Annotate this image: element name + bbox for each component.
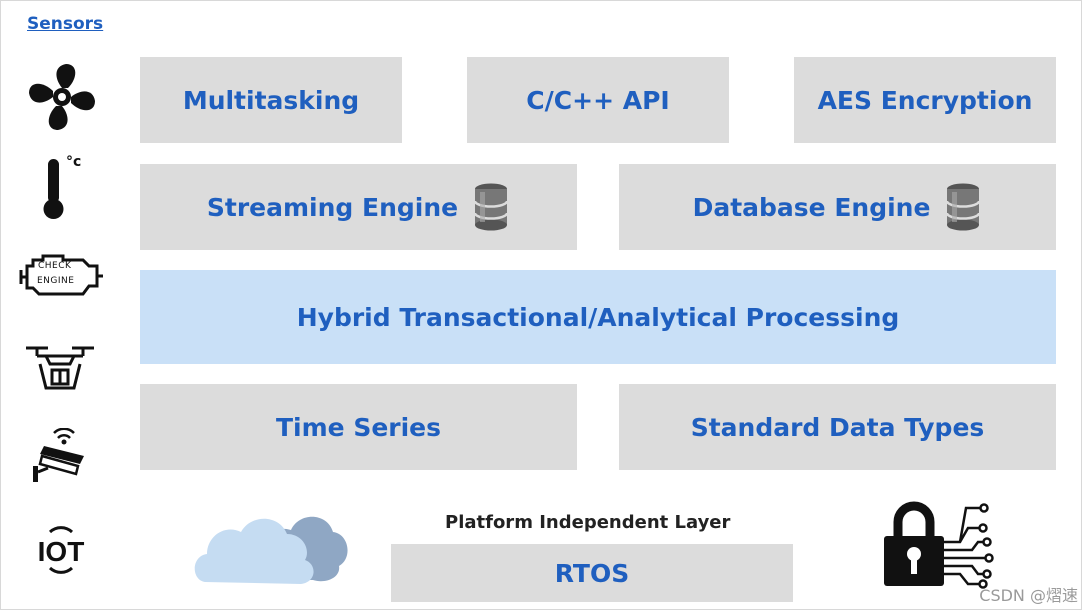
drone-icon bbox=[26, 346, 94, 390]
iot-icon-text: IOT bbox=[38, 536, 85, 567]
rtos-label: RTOS bbox=[554, 558, 630, 588]
cloud-icon bbox=[194, 516, 348, 584]
thermometer-unit: °c bbox=[66, 154, 82, 170]
iot-icon: IOT bbox=[38, 526, 85, 574]
standard-data-types-box: Standard Data Types bbox=[619, 384, 1056, 470]
time-series-box: Time Series bbox=[140, 384, 577, 470]
database-icon bbox=[473, 183, 509, 231]
security-camera-icon bbox=[33, 428, 84, 482]
aes-label: AES Encryption bbox=[817, 85, 1033, 115]
streaming-engine-box: Streaming Engine bbox=[140, 164, 577, 250]
database-engine-label: Database Engine bbox=[692, 192, 931, 222]
streaming-engine-label: Streaming Engine bbox=[206, 192, 459, 222]
multitasking-box: Multitasking bbox=[140, 57, 402, 143]
platform-independent-label: Platform Independent Layer bbox=[445, 512, 731, 533]
check-engine-icon bbox=[19, 254, 103, 296]
check-engine-line1: CHECK bbox=[38, 261, 72, 271]
rtos-box: RTOS bbox=[391, 544, 793, 602]
database-engine-box: Database Engine bbox=[619, 164, 1056, 250]
c-api-label: C/C++ API bbox=[526, 85, 670, 115]
htap-box: Hybrid Transactional/Analytical Processi… bbox=[140, 270, 1056, 364]
watermark: CSDN @熠速 bbox=[979, 586, 1078, 605]
fan-icon bbox=[29, 64, 95, 130]
time-series-label: Time Series bbox=[275, 412, 442, 442]
lock-circuit-icon bbox=[884, 501, 994, 589]
thermometer-icon bbox=[43, 159, 64, 219]
aes-box: AES Encryption bbox=[794, 57, 1056, 143]
check-engine-line2: ENGINE bbox=[37, 276, 75, 286]
sensors-title[interactable]: Sensors bbox=[27, 14, 104, 34]
database-icon bbox=[946, 183, 981, 231]
standard-data-types-label: Standard Data Types bbox=[690, 412, 985, 442]
c-api-box: C/C++ API bbox=[467, 57, 729, 143]
multitasking-label: Multitasking bbox=[182, 85, 360, 115]
htap-label: Hybrid Transactional/Analytical Processi… bbox=[296, 302, 900, 332]
